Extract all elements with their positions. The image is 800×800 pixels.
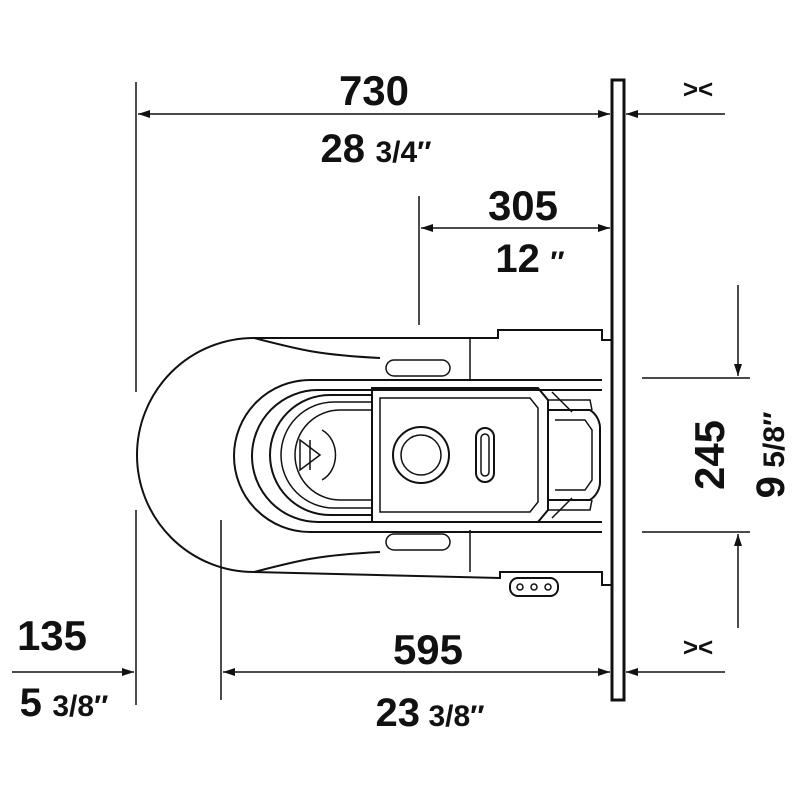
wall-gap-marker-top: >< — [683, 74, 713, 104]
dim-730-inch-frac: 3/4″ — [375, 136, 431, 169]
dim-305-mm: 305 — [488, 182, 558, 229]
dim-595-mm: 595 — [393, 626, 463, 673]
dim-730-inch-whole: 28 — [320, 127, 365, 171]
dim-730-mm: 730 — [339, 67, 409, 114]
dim-730-inch: 28 3/4″ — [320, 127, 431, 171]
dim-135-inch-frac: 3/8″ — [52, 690, 108, 723]
extension-lines — [135, 82, 750, 705]
dim-245-inch-whole: 9 — [749, 476, 793, 498]
dim-305-inch-frac: ″ — [550, 246, 564, 279]
wall-gap-lines — [626, 110, 725, 676]
dim-135-inch-whole: 5 — [20, 681, 42, 725]
tank-lid — [371, 387, 602, 523]
toilet-outline — [136, 329, 613, 597]
dim-245-inch: 9 5/8″ — [749, 412, 793, 499]
dim-595-inch-whole: 23 — [375, 691, 420, 735]
toilet-seat — [233, 379, 602, 533]
dim-245-mm: 245 — [686, 420, 733, 490]
label-730: 730 28 3/4″ — [320, 67, 431, 171]
label-245: 245 9 5/8″ — [686, 412, 793, 499]
dim-135-inch: 5 3/8″ — [20, 681, 109, 725]
dim-595-inch: 23 3/8″ — [375, 691, 484, 735]
label-135: 135 5 3/8″ — [17, 612, 108, 725]
dim-245-inch-frac: 5/8″ — [758, 412, 791, 468]
wall-gap-markers: >< >< — [683, 74, 713, 662]
label-595: 595 23 3/8″ — [375, 626, 484, 735]
label-305: 305 12 ″ — [488, 182, 565, 281]
dim-595-inch-frac: 3/8″ — [428, 700, 484, 733]
wall — [610, 78, 626, 702]
wall-gap-marker-bottom: >< — [683, 632, 713, 662]
dim-305-inch: 12 ″ — [495, 237, 564, 281]
dim-135-mm: 135 — [17, 612, 87, 659]
dim-305-inch-whole: 12 — [495, 237, 540, 281]
